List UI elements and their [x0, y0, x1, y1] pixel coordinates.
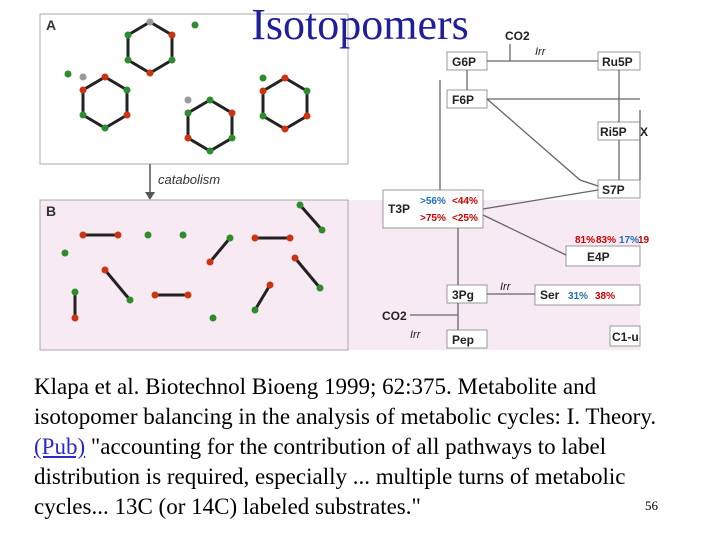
ser-percent: 38%	[595, 291, 615, 302]
s7p-percent: 81%	[575, 235, 595, 246]
co2-top-label: CO2	[505, 29, 530, 43]
pub-link[interactable]: (Pub)	[34, 434, 86, 459]
t3p-label: T3P	[388, 202, 410, 216]
panel-b-label: B	[46, 203, 56, 219]
t3p-percent: >56%	[420, 196, 446, 207]
panel-b-border	[39, 199, 349, 351]
co2-bottom-label: CO2	[382, 309, 407, 323]
caption: Klapa et al. Biotechnol Bioeng 1999; 62:…	[34, 372, 684, 522]
panel-b	[40, 200, 640, 350]
x-partial-label: X	[640, 125, 648, 139]
caption-citation: Klapa et al. Biotechnol Bioeng 1999; 62:…	[34, 374, 657, 429]
c1u-box	[609, 325, 641, 347]
irr-label: Irr	[535, 46, 547, 58]
t3p-percent: >75%	[420, 213, 446, 224]
f6p-label: F6P	[452, 93, 474, 107]
s7p-percent: 19	[638, 235, 650, 246]
t3p-percent: <44%	[452, 196, 478, 207]
panel-a	[39, 13, 349, 165]
isotopomer-figure: A catabolism B	[39, 13, 650, 351]
pg3-label: 3Pg	[452, 288, 474, 302]
c1u-label: C1-u	[612, 330, 639, 344]
t3p-percent: <25%	[452, 213, 478, 224]
slide-title: Isotopomers	[251, 0, 469, 49]
panel-a-label: A	[46, 17, 56, 33]
pep-label: Pep	[452, 333, 474, 347]
pep-box	[446, 329, 488, 349]
s7p-percent: 83%	[596, 235, 616, 246]
e4p-box	[565, 245, 641, 267]
catabolism-label: catabolism	[158, 172, 220, 187]
catabolism-arrowhead	[145, 192, 155, 200]
ru5p-label: Ru5P	[602, 55, 633, 69]
caption-quote: "accounting for the contribution of all …	[34, 434, 626, 519]
ser-percent: 31%	[568, 291, 588, 302]
ri5p-label: Ri5P	[600, 125, 627, 139]
ser-label: Ser	[540, 288, 560, 302]
e4p-label: E4P	[587, 250, 610, 264]
t3p-box	[382, 189, 484, 229]
ser-box	[534, 284, 641, 306]
pathway-arrows	[410, 44, 641, 330]
irr-label: Irr	[410, 329, 422, 341]
carbon-atoms	[64, 18, 311, 155]
carbon-fragments	[73, 204, 324, 318]
s7p-percent: 17%	[619, 235, 639, 246]
irr-label: Irr	[500, 281, 512, 293]
carbon-fragment-atoms	[61, 201, 326, 322]
g6p-label: G6P	[452, 55, 476, 69]
slide-number: 56	[645, 498, 658, 513]
s7p-label: S7P	[602, 183, 625, 197]
